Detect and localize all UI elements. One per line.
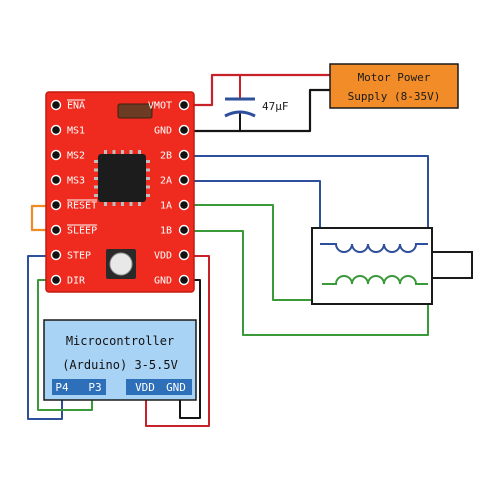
potentiometer-knob: [109, 252, 133, 276]
chip-leg: [146, 177, 150, 180]
chip-leg: [146, 168, 150, 172]
upper-coil: [320, 243, 428, 253]
pin-label-right-2a: 2A: [160, 176, 172, 187]
2a-wire: [182, 180, 321, 245]
chip-leg: [94, 194, 98, 197]
chip-leg: [129, 202, 133, 206]
motor-body: [311, 227, 433, 305]
pin-hole-right-1b: [178, 224, 190, 236]
chip-legs: [94, 150, 150, 206]
mcu-pin-gnd: GND: [166, 381, 186, 394]
chip-leg: [94, 160, 98, 163]
vdd-wire: [145, 255, 210, 427]
vmot-wire: [181, 73, 332, 107]
capacitor-label: 47µF: [262, 100, 289, 113]
pin-hole-right-vmot: [178, 99, 190, 111]
stepper-motor: [311, 227, 473, 305]
chip-leg: [121, 202, 124, 206]
power-supply-box: [329, 63, 459, 109]
pin-hole-right-1a: [178, 199, 190, 211]
pin-hole-left-sleep: [50, 224, 62, 236]
chip-leg: [94, 177, 98, 180]
pin-label-left-reset: RESET: [67, 201, 97, 212]
chip-leg: [138, 150, 141, 154]
pin-hole-left-ena: [50, 99, 62, 111]
lower-coil: [322, 275, 428, 285]
dir-wire: [37, 279, 93, 411]
mcu-pin-bar-right: [126, 379, 192, 395]
chip-leg: [146, 185, 150, 189]
chip-leg: [138, 202, 141, 206]
2b-wire: [182, 155, 429, 245]
sense-resistor: [117, 103, 153, 119]
pin-label-right-1a: 1A: [160, 201, 172, 212]
pin-hole-right-gnd: [178, 274, 190, 286]
pin-label-right-gnd: GND: [154, 276, 172, 287]
mcu-pin-p4: P4: [55, 381, 69, 394]
pin-hole-left-ms2: [50, 149, 62, 161]
pin-hole-left-ms1: [50, 124, 62, 136]
chip-leg: [104, 202, 107, 206]
pin-label-left-ms1: MS1: [67, 126, 85, 137]
pin-label-left-step: STEP: [67, 251, 91, 262]
reset-sleep-jumper: [30, 204, 57, 232]
motor-shaft: [431, 251, 473, 279]
chip-leg: [112, 202, 116, 206]
pin-hole-right-2b: [178, 149, 190, 161]
chip-leg: [94, 168, 98, 172]
mcu-pin-vdd: VDD: [135, 381, 155, 394]
mcu-pin-p3: P3: [88, 381, 101, 394]
pin-label-right-gnd: GND: [154, 126, 172, 137]
pin-label-right-1b: 1B: [160, 226, 172, 237]
chip-leg: [146, 194, 150, 197]
capacitor-plate-bottom: [224, 110, 256, 118]
wires: [27, 73, 429, 427]
chip-leg: [146, 160, 150, 163]
pin-label-right-vmot: VMOT: [148, 101, 172, 112]
pin-hole-right-gnd: [178, 124, 190, 136]
power-supply: Motor Power Supply (8-35V): [329, 63, 459, 109]
pin-hole-right-vdd: [178, 249, 190, 261]
1b-wire: [182, 230, 429, 336]
driver-chip: [98, 154, 146, 202]
step-wire: [27, 255, 63, 420]
microcontroller-line1: Microcontroller: [66, 334, 174, 348]
chip-leg: [112, 150, 116, 154]
pin-label-left-ms3: MS3: [67, 176, 85, 187]
pin-hole-left-dir: [50, 274, 62, 286]
pin-label-left-sleep: SLEEP: [67, 226, 97, 237]
1a-wire: [182, 204, 323, 301]
pin-label-right-2b: 2B: [160, 151, 172, 162]
chip-leg: [129, 150, 133, 154]
pin-hole-left-reset: [50, 199, 62, 211]
chip-leg: [104, 150, 107, 154]
chip-leg: [121, 150, 124, 154]
pin-label-left-dir: DIR: [67, 276, 86, 287]
pin-hole-right-2a: [178, 174, 190, 186]
gnd-power-wire: [181, 88, 332, 133]
microcontroller-line2: (Arduino) 3-5.5V: [62, 358, 178, 372]
chip-leg: [94, 185, 98, 189]
power-supply-line1: Motor Power: [358, 71, 431, 84]
microcontroller: Microcontroller (Arduino) 3-5.5V P4 P3 V…: [43, 319, 197, 401]
power-supply-line2: Supply (8-35V): [348, 90, 441, 103]
mcu-pin-bar-left: [52, 379, 106, 395]
capacitor: 47µF: [224, 97, 289, 118]
pin-hole-left-ms3: [50, 174, 62, 186]
pin-label-left-ena: ENA: [67, 101, 85, 112]
pin-label-right-vdd: VDD: [154, 251, 172, 262]
pin-label-left-ms2: MS2: [67, 151, 85, 162]
driver-right-pins: VMOT GND 2B 2A 1A 1B VDD GND: [148, 99, 190, 287]
pin-hole-left-step: [50, 249, 62, 261]
